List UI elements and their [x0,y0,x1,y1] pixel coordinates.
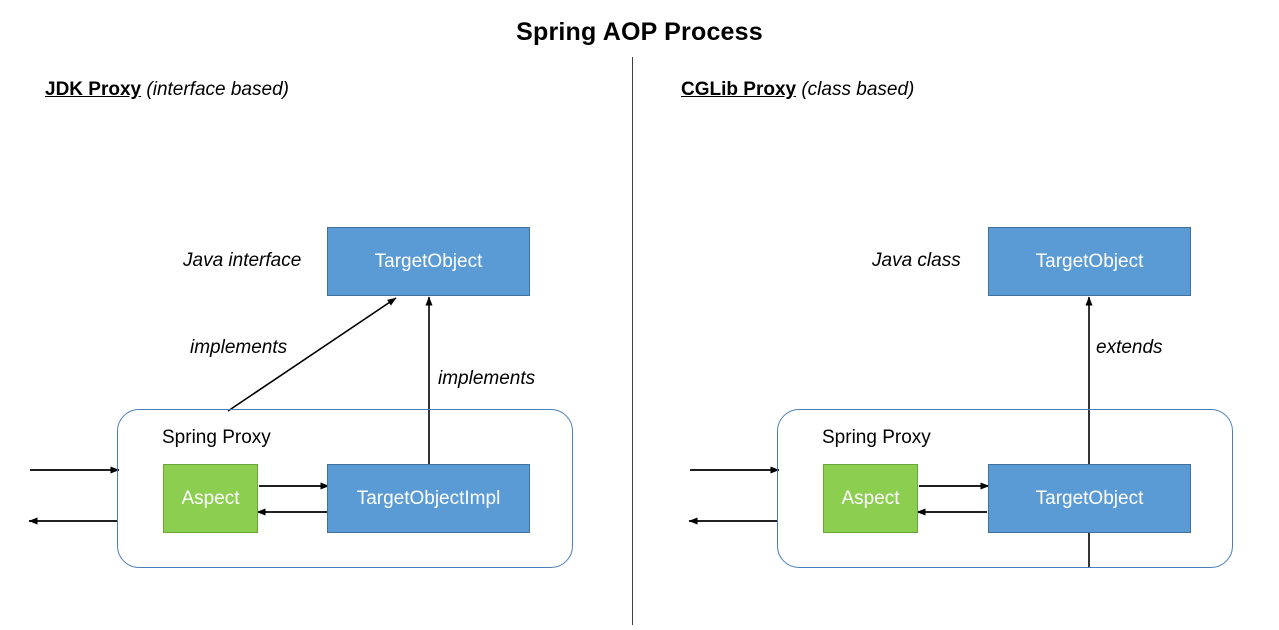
box-target-object-subclass[interactable]: TargetObject [988,464,1191,533]
box-aspect-jdk-label: Aspect [181,487,240,509]
arrow-proxy-implements-interface [227,297,397,412]
box-target-object-impl[interactable]: TargetObjectImpl [327,464,530,533]
box-aspect-jdk[interactable]: Aspect [163,464,258,533]
box-target-object-subclass-label: TargetObject [1035,487,1144,509]
label-spring-proxy-cglib: Spring Proxy [822,427,931,448]
label-extends: extends [1096,337,1163,358]
heading-jdk-proxy: JDK Proxy (interface based) [45,79,289,101]
label-java-interface: Java interface [183,250,302,271]
heading-cglib-proxy-subtitle: (class based) [801,79,915,100]
container-spring-proxy-jdk[interactable] [117,409,573,568]
box-target-object-impl-label: TargetObjectImpl [356,487,501,509]
heading-jdk-proxy-lead: JDK Proxy [45,79,142,100]
container-spring-proxy-cglib[interactable] [777,409,1233,568]
label-spring-proxy-jdk: Spring Proxy [162,427,271,448]
box-target-object-interface[interactable]: TargetObject [327,227,530,296]
box-aspect-cglib[interactable]: Aspect [823,464,918,533]
box-target-object-interface-label: TargetObject [374,250,483,272]
heading-cglib-proxy-lead: CGLib Proxy [681,79,797,100]
page-title: Spring AOP Process [516,18,763,46]
label-java-class: Java class [872,250,961,271]
box-aspect-cglib-label: Aspect [841,487,900,509]
box-target-object-class-label: TargetObject [1035,250,1144,272]
label-implements-diagonal: implements [190,337,288,358]
heading-cglib-proxy: CGLib Proxy (class based) [681,79,914,101]
panel-divider [632,57,633,625]
box-target-object-class[interactable]: TargetObject [988,227,1191,296]
label-implements-vertical: implements [438,368,536,389]
heading-jdk-proxy-subtitle: (interface based) [146,79,289,100]
